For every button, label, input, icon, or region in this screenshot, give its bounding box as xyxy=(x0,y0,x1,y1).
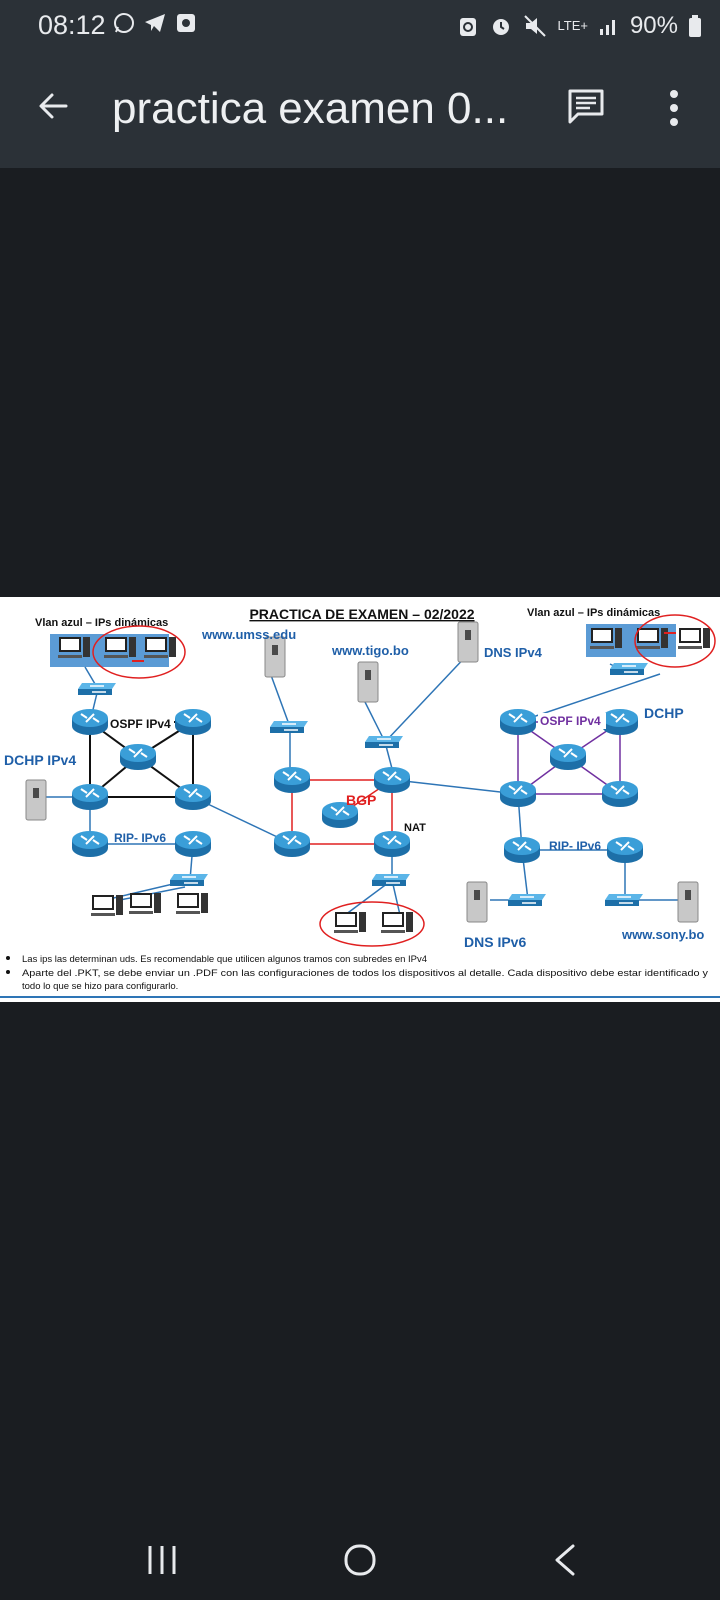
dchp-right-label: DCHP xyxy=(644,705,684,721)
switch xyxy=(169,873,209,887)
switch xyxy=(371,873,411,887)
network-type: LTE+ xyxy=(557,18,588,33)
bullet xyxy=(6,970,10,974)
telegram-icon xyxy=(145,14,165,32)
pc xyxy=(381,912,413,933)
router xyxy=(499,780,537,808)
note-line-1: Las ips las determinan uds. Es recomenda… xyxy=(22,954,427,965)
bgp-label: BGP xyxy=(346,792,376,808)
more-options-icon[interactable] xyxy=(664,88,684,128)
network-diagram: PRACTICA DE EXAMEN – 02/2022 Vlan azul –… xyxy=(0,606,720,998)
pc xyxy=(678,628,710,649)
router xyxy=(71,708,109,736)
router xyxy=(119,743,157,771)
router xyxy=(549,743,587,771)
switch xyxy=(604,893,644,907)
top-bar: 08:12 xyxy=(0,0,720,168)
server xyxy=(466,881,488,923)
server xyxy=(25,779,47,821)
router xyxy=(71,783,109,811)
nat-label: NAT xyxy=(404,822,426,834)
highlight-circle xyxy=(92,625,186,679)
switch xyxy=(77,682,117,696)
switch xyxy=(507,893,547,907)
home-icon[interactable] xyxy=(340,1540,380,1580)
router xyxy=(71,830,109,858)
battery-icon xyxy=(689,15,701,37)
ospf-left-label-bg xyxy=(108,715,174,731)
bullet xyxy=(6,956,10,960)
router xyxy=(174,708,212,736)
vlan-right-label: Vlan azul – IPs dinámicas xyxy=(527,607,660,619)
router xyxy=(606,836,644,864)
router xyxy=(601,780,639,808)
recent-apps-icon[interactable] xyxy=(142,1540,182,1580)
rip-right-label: RIP- IPv6 xyxy=(549,839,601,853)
highlight-circle xyxy=(634,614,716,668)
dns-ipv6-label: DNS IPv6 xyxy=(464,934,526,950)
recycle-icon xyxy=(460,18,477,36)
ospf-right-label-bg xyxy=(538,713,606,729)
dns-ipv4-label: DNS IPv4 xyxy=(484,645,543,660)
comment-icon[interactable] xyxy=(566,86,606,126)
battery-percent: 90% xyxy=(629,12,678,39)
highlight-circle xyxy=(319,901,425,947)
back-arrow-icon[interactable] xyxy=(34,86,74,126)
ospf-left-label: OSPF IPv4 xyxy=(110,717,171,731)
router xyxy=(499,708,537,736)
whatsapp-icon xyxy=(114,13,134,33)
server xyxy=(264,636,286,678)
server xyxy=(357,661,379,703)
page-title: practica examen 0... xyxy=(112,84,509,133)
system-icons: LTE+ 90% xyxy=(457,12,702,40)
router xyxy=(601,708,639,736)
note-line-2: Aparte del .PKT, se debe enviar un .PDF … xyxy=(22,968,708,979)
pc xyxy=(129,893,161,914)
mute-icon xyxy=(524,15,547,37)
sony-label: www.sony.bo xyxy=(621,927,704,942)
router xyxy=(373,766,411,794)
server xyxy=(457,621,479,663)
app-notification-icon xyxy=(177,14,195,32)
pc xyxy=(91,895,123,916)
switch xyxy=(269,720,309,734)
router xyxy=(503,836,541,864)
signal-icon xyxy=(599,20,615,35)
diagram-title: PRACTICA DE EXAMEN – 02/2022 xyxy=(249,606,474,622)
umss-label: www.umss.edu xyxy=(201,627,296,642)
notification-icons xyxy=(113,12,197,34)
router xyxy=(373,830,411,858)
router xyxy=(174,830,212,858)
switch xyxy=(609,662,649,676)
router xyxy=(273,766,311,794)
pc xyxy=(334,912,366,933)
router xyxy=(174,783,212,811)
tigo-label: www.tigo.bo xyxy=(331,643,409,658)
app-bar: practica examen 0... xyxy=(0,60,720,160)
navigation-bar xyxy=(0,1520,720,1600)
dchp-ipv4-label: DCHP IPv4 xyxy=(4,752,76,768)
switch xyxy=(364,735,404,749)
alarm-icon xyxy=(493,19,510,35)
rip-left-label: RIP- IPv6 xyxy=(114,831,166,845)
router xyxy=(273,830,311,858)
ospf-right-label: OSPF IPv4 xyxy=(540,714,601,728)
status-time: 08:12 xyxy=(38,10,106,40)
status-bar: 08:12 xyxy=(0,0,720,52)
server xyxy=(677,881,699,923)
back-nav-icon[interactable] xyxy=(545,1540,585,1580)
network-diagram-image[interactable]: PRACTICA DE EXAMEN – 02/2022 Vlan azul –… xyxy=(0,597,720,1002)
pc xyxy=(176,893,208,914)
note-line-3: todo lo que se hizo para configurarlo. xyxy=(22,981,178,992)
